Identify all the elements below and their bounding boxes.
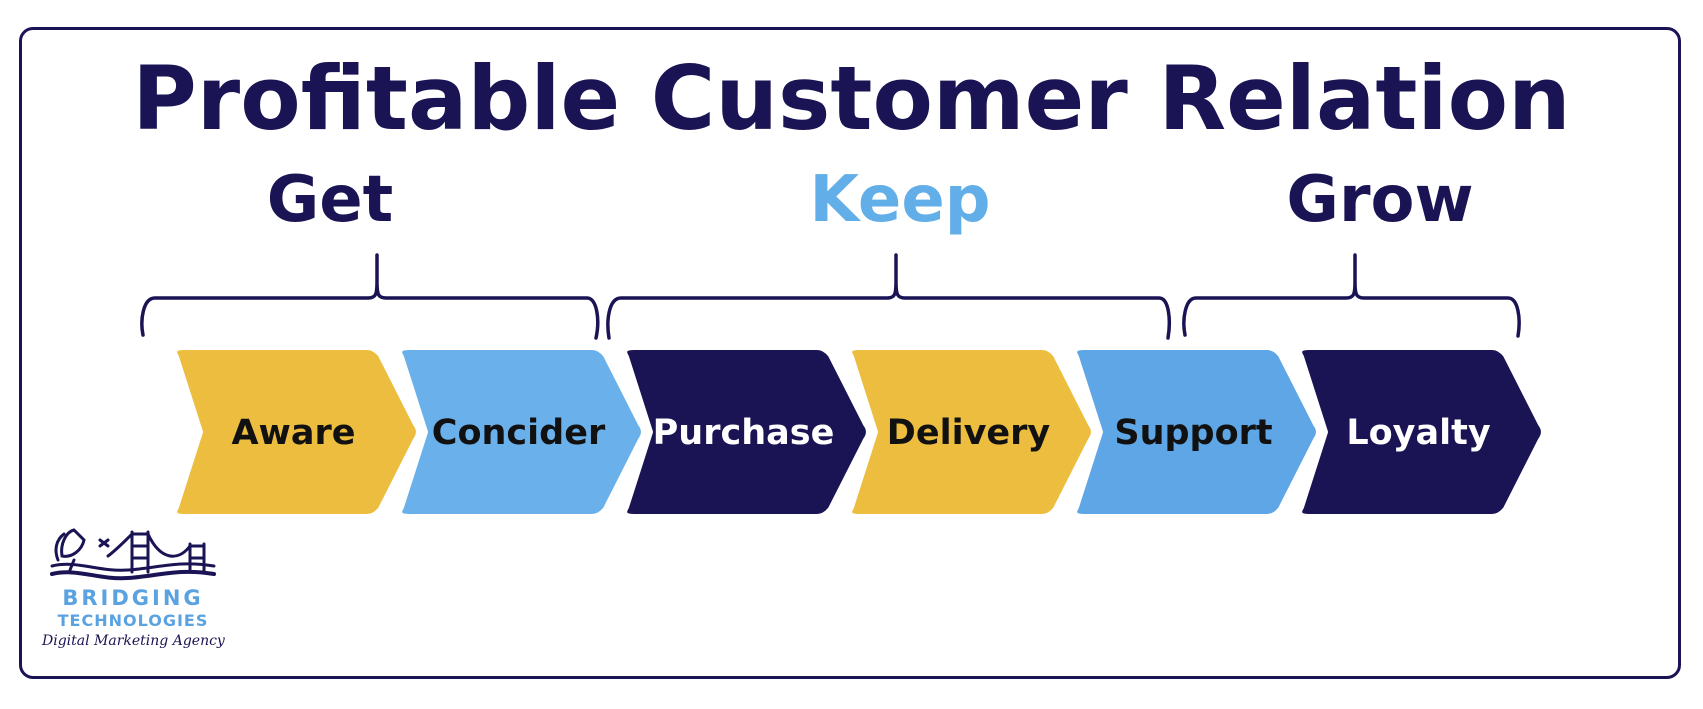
chevron-shape xyxy=(396,344,647,520)
step-delivery: Delivery xyxy=(846,344,1097,520)
step-concider: Concider xyxy=(396,344,647,520)
step-purchase: Purchase xyxy=(621,344,872,520)
step-label: Support xyxy=(1114,413,1272,453)
phase-label-keep: Keep xyxy=(809,163,991,237)
step-loyalty: Loyalty xyxy=(1296,344,1547,520)
brace-grow xyxy=(1182,253,1521,338)
step-label: Aware xyxy=(231,413,355,453)
step-label: Purchase xyxy=(653,413,835,453)
chevron-shape xyxy=(846,344,1097,520)
chevron-shape xyxy=(171,344,422,520)
phase-label-grow: Grow xyxy=(1286,163,1474,237)
bridge-icon xyxy=(50,528,216,581)
logo-name-line2: TECHNOLOGIES xyxy=(57,611,209,630)
chevron-shape xyxy=(621,344,872,520)
logo-name-line1: BRIDGING xyxy=(62,586,204,610)
chevron-shape xyxy=(1296,344,1547,520)
step-label: Concider xyxy=(432,413,606,453)
brace-keep xyxy=(606,253,1172,340)
company-logo: BRIDGING TECHNOLOGIES Digital Marketing … xyxy=(38,520,248,660)
step-label: Delivery xyxy=(887,413,1051,453)
diagram-title: Profitable Customer Relation xyxy=(132,47,1571,150)
step-label: Loyalty xyxy=(1346,413,1491,453)
logo-tagline: Digital Marketing Agency xyxy=(42,633,225,649)
brace-get xyxy=(140,253,600,340)
phase-label-get: Get xyxy=(266,163,394,237)
chevron-shape xyxy=(1071,344,1322,520)
step-support: Support xyxy=(1071,344,1322,520)
step-aware: Aware xyxy=(171,344,422,520)
